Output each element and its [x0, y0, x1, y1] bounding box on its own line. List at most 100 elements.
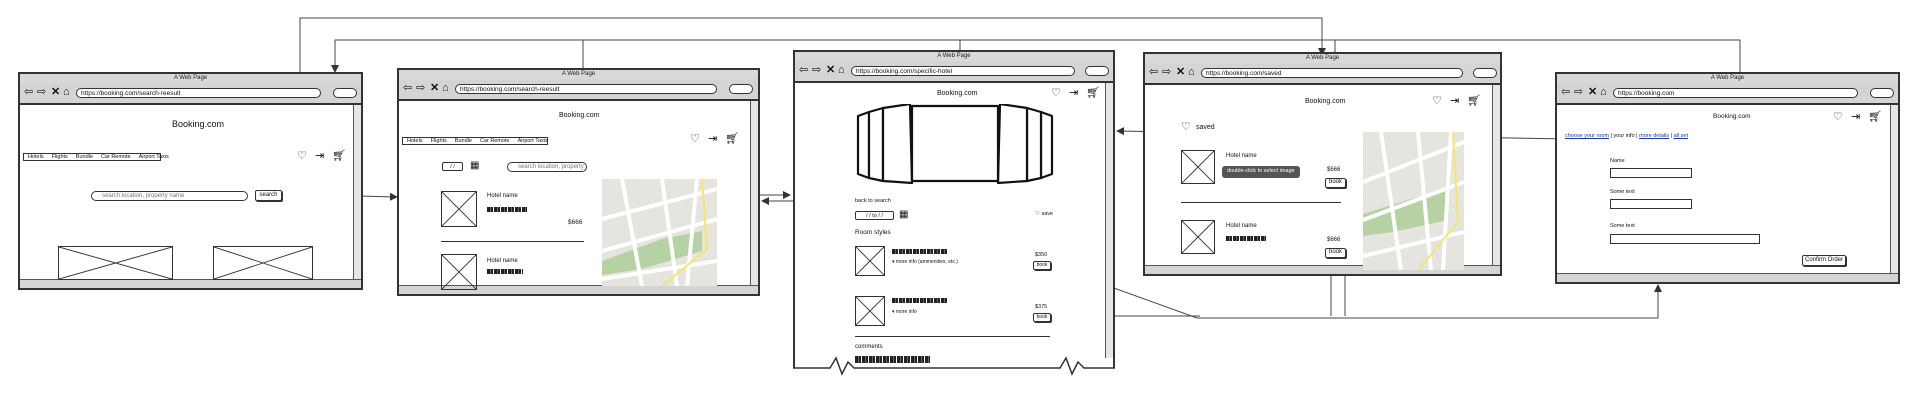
forward-arrow-icon[interactable]: ⇨	[812, 64, 822, 76]
field-label-text: Some text	[1610, 189, 1635, 195]
forward-arrow-icon[interactable]: ⇨	[416, 82, 426, 94]
calendar-icon[interactable]: ▦	[899, 209, 909, 220]
cart-icon[interactable]: 🛒︎	[1086, 87, 1100, 99]
login-icon[interactable]: ⇥	[315, 150, 325, 162]
menu-flights[interactable]: Flights	[430, 138, 447, 144]
home-icon[interactable]: ⌂	[442, 82, 449, 94]
home-icon[interactable]: ⌂	[838, 64, 845, 76]
room-more-info[interactable]: ▾ more info (ammenities, etc.)	[892, 260, 958, 265]
menu-flights[interactable]: Flights	[51, 154, 68, 160]
brand-title: Booking.com	[937, 90, 978, 97]
back-to-search-link[interactable]: back to search	[855, 198, 891, 204]
menu-hotels[interactable]: Hotels	[407, 138, 423, 144]
main-menu[interactable]: Hotels Flights Bundle Car Remote Airport Tax…	[402, 137, 548, 145]
image-carousel[interactable]	[855, 104, 1055, 184]
forward-arrow-icon[interactable]: ⇨	[1574, 86, 1584, 98]
menu-bundle[interactable]: Bundle	[454, 138, 472, 144]
stop-icon[interactable]: ✕	[1588, 86, 1598, 98]
browser-search-button[interactable]	[1085, 66, 1109, 76]
url-bar[interactable]: https://booking.com	[1613, 88, 1858, 98]
book-button[interactable]: book	[1033, 313, 1051, 322]
scrollbar[interactable]	[1492, 85, 1500, 266]
browser-search-button[interactable]	[1870, 88, 1894, 98]
step-your-info[interactable]: your info	[1613, 133, 1635, 139]
menu-hotels[interactable]: Hotels	[28, 154, 44, 160]
date-input[interactable]: / /	[442, 162, 463, 171]
search-button[interactable]: search	[255, 190, 282, 201]
cart-icon[interactable]: 🛒︎	[1467, 95, 1481, 107]
room-image-placeholder	[855, 246, 885, 276]
menu-car-remote[interactable]: Car Remote	[479, 138, 510, 144]
step-choose-room[interactable]: choose your room	[1565, 133, 1610, 139]
menu-bundle[interactable]: Bundle	[75, 154, 93, 160]
back-arrow-icon[interactable]: ⇦	[1561, 86, 1571, 98]
browser-toolbar: ⇦ ⇨ ✕ ⌂ https://booking.com/search-reesu…	[399, 79, 758, 101]
stop-icon[interactable]: ✕	[826, 64, 836, 76]
login-icon[interactable]: ⇥	[708, 133, 718, 145]
stop-icon[interactable]: ✕	[1176, 66, 1186, 78]
scrollbar[interactable]	[750, 101, 758, 286]
step-tabs: choose your room | your info | more deta…	[1565, 133, 1688, 139]
back-arrow-icon[interactable]: ⇦	[1149, 66, 1159, 78]
heart-icon[interactable]: ♡	[1432, 95, 1442, 107]
heart-icon[interactable]: ♡	[297, 150, 307, 162]
browser-search-button[interactable]	[1473, 68, 1497, 78]
text-field[interactable]	[1610, 234, 1760, 244]
forward-arrow-icon[interactable]: ⇨	[37, 86, 47, 98]
hotel-price: $666	[1327, 167, 1341, 173]
stop-icon[interactable]: ✕	[51, 86, 61, 98]
calendar-icon[interactable]: ▦	[470, 160, 480, 171]
room-more-info[interactable]: ▾ more info	[892, 310, 917, 315]
date-range-input[interactable]: / / to / /	[855, 211, 894, 220]
heart-icon[interactable]: ♡	[690, 133, 700, 145]
scrollbar[interactable]	[353, 105, 361, 280]
scrollbar[interactable]	[1890, 105, 1898, 274]
back-arrow-icon[interactable]: ⇦	[24, 86, 34, 98]
home-icon[interactable]: ⌂	[1188, 66, 1195, 78]
login-icon[interactable]: ⇥	[1069, 87, 1079, 99]
url-bar[interactable]: https://booking.com/specific-hotel	[851, 66, 1075, 76]
url-bar[interactable]: https://booking.com/search-reesult	[76, 88, 321, 98]
map-view[interactable]	[602, 179, 717, 286]
browser-search-button[interactable]	[729, 84, 753, 94]
heart-icon[interactable]: ♡	[1833, 111, 1843, 123]
name-field[interactable]	[1610, 168, 1692, 178]
menu-car-remote[interactable]: Car Remote	[100, 154, 131, 160]
url-bar[interactable]: https://booking.com/saved	[1201, 68, 1463, 78]
url-bar[interactable]: https://booking.com/search-reesult	[455, 84, 717, 94]
book-button[interactable]: book	[1033, 261, 1051, 270]
brand-title: Booking.com	[172, 119, 225, 129]
cart-icon[interactable]: 🛒︎	[1868, 111, 1882, 123]
back-arrow-icon[interactable]: ⇦	[403, 82, 413, 94]
back-arrow-icon[interactable]: ⇦	[799, 64, 809, 76]
home-icon[interactable]: ⌂	[63, 86, 70, 98]
hotel-name[interactable]: Hotel name	[487, 193, 518, 199]
main-menu[interactable]: Hotels Flights Bundle Car Remote Airport Tax…	[23, 153, 169, 161]
stop-icon[interactable]: ✕	[430, 82, 440, 94]
menu-airport-taxis[interactable]: Airport Taxis	[517, 138, 548, 144]
login-icon[interactable]: ⇥	[1450, 95, 1460, 107]
login-icon[interactable]: ⇥	[1851, 111, 1861, 123]
search-input[interactable]: search location, property	[507, 162, 587, 172]
hotel-name[interactable]: Hotel name	[487, 258, 518, 264]
cart-icon[interactable]: 🛒︎	[725, 133, 739, 145]
confirm-order-button[interactable]: Confirm Order	[1802, 255, 1846, 266]
step-more-details[interactable]: more details	[1639, 133, 1670, 139]
book-button[interactable]: book	[1325, 248, 1346, 258]
map-view[interactable]	[1363, 132, 1464, 270]
save-link[interactable]: ♡ save	[1035, 211, 1054, 218]
forward-arrow-icon[interactable]: ⇨	[1162, 66, 1172, 78]
book-button[interactable]: book	[1325, 178, 1346, 188]
hotel-name[interactable]: Hotel name	[1226, 223, 1257, 229]
step-all-set[interactable]: all set	[1673, 133, 1688, 139]
scrollbar[interactable]	[1105, 83, 1113, 358]
hotel-name[interactable]: Hotel name	[1226, 153, 1257, 159]
menu-airport-taxis[interactable]: Airport Taxis	[138, 154, 169, 160]
home-icon[interactable]: ⌂	[1600, 86, 1607, 98]
text-field[interactable]	[1610, 199, 1692, 209]
save-label: save	[1041, 211, 1054, 217]
heart-icon[interactable]: ♡	[1051, 87, 1061, 99]
search-input[interactable]: search location, property name	[91, 191, 248, 201]
browser-search-button[interactable]	[333, 88, 357, 98]
cart-icon[interactable]: 🛒︎	[332, 150, 346, 162]
